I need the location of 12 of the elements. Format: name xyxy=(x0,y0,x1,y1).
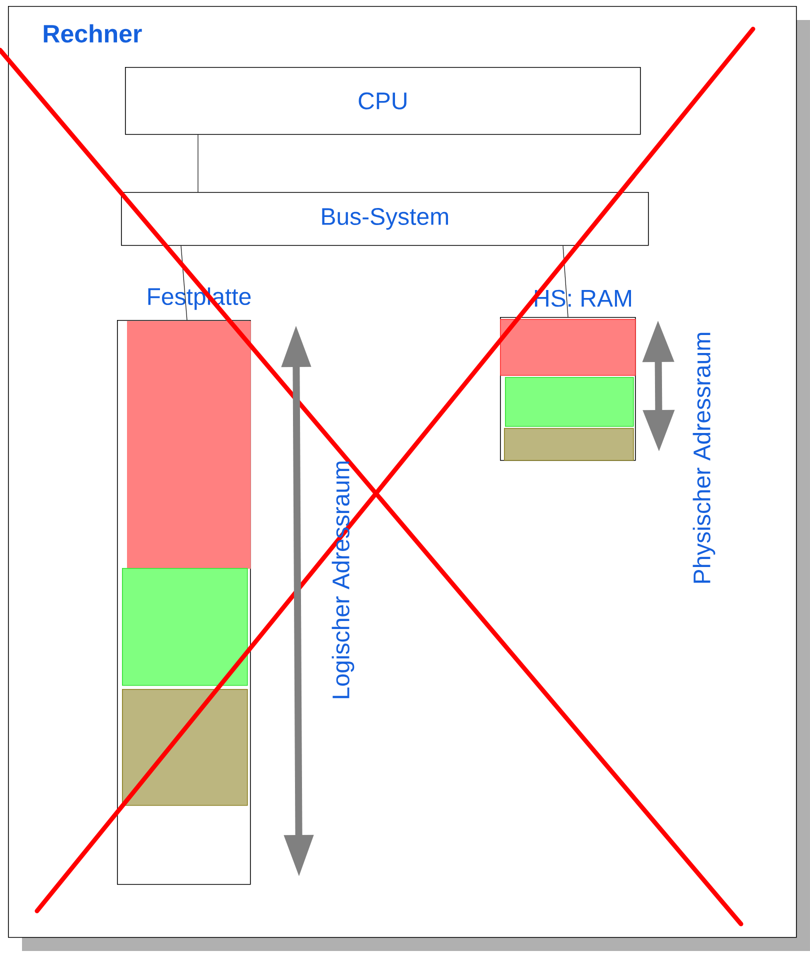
memory-block xyxy=(505,377,634,427)
memory-block xyxy=(127,321,251,569)
memory-block xyxy=(122,568,248,686)
axis-label: Physischer Adressraum xyxy=(692,332,716,583)
memory-block xyxy=(500,319,636,376)
memory-block xyxy=(504,428,634,461)
component-box: Bus-System xyxy=(121,192,649,246)
box-heading: Rechner xyxy=(44,24,142,43)
connector-line xyxy=(562,246,568,318)
axis-label: Logischer Adressraum xyxy=(332,462,354,698)
component-box: CPU xyxy=(125,67,641,135)
memory-block xyxy=(122,689,248,806)
